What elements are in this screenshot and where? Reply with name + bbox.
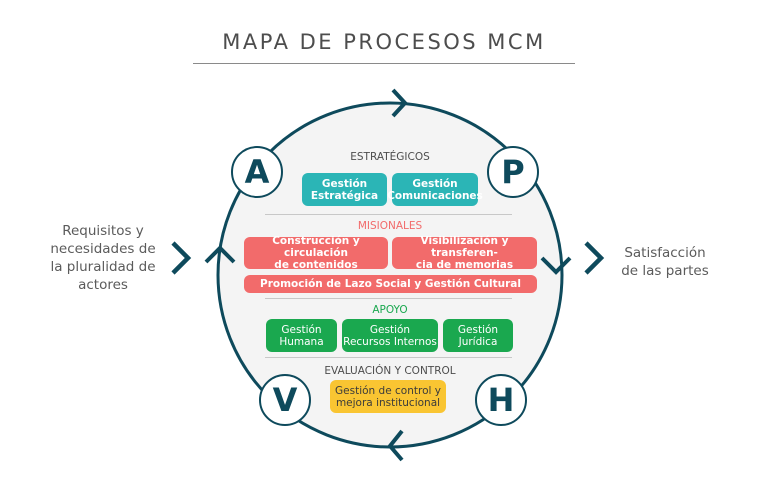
box-line: Gestión de control y — [335, 384, 441, 397]
cycle-letter-a: A — [231, 146, 283, 198]
section-label-misionales: MISIONALES — [357, 220, 423, 232]
output-chevron-icon — [584, 241, 605, 275]
box-line: Gestión — [412, 177, 458, 190]
process-box-visibilizacion-transferencia[interactable]: Visibilización y transferen-cia de memor… — [392, 235, 537, 271]
section-label-evaluacion-control: EVALUACIÓN Y CONTROL — [324, 365, 456, 377]
cycle-letter-v: V — [259, 374, 311, 426]
input-requirements-text: Requisitos y necesidades de la pluralida… — [38, 222, 168, 294]
box-line: Promoción de Lazo Social y Gestión Cultu… — [260, 278, 521, 290]
output-line: de las partes — [621, 263, 709, 279]
input-line: Requisitos y — [62, 223, 144, 239]
input-line: necesidades de — [50, 241, 156, 257]
box-line: Gestión — [321, 177, 368, 190]
section-divider — [265, 357, 512, 358]
diagram-title: MAPA DE PROCESOS MCM — [222, 30, 546, 54]
section-divider — [265, 298, 512, 299]
box-line: Visibilización y transferen- — [420, 235, 509, 259]
process-box-promocion-lazo-social[interactable]: Promoción de Lazo Social y Gestión Cultu… — [244, 275, 537, 293]
box-line: de contenidos — [274, 259, 358, 271]
cycle-arrow-left-icon — [204, 245, 236, 264]
section-label-apoyo: APOYO — [372, 304, 408, 316]
box-line: Comunicaciones — [387, 189, 483, 202]
section-label-estrategicos: ESTRATÉGICOS — [350, 151, 430, 163]
output-line: Satisfacción — [624, 245, 706, 261]
output-satisfaction-text: Satisfacción de las partes — [605, 244, 725, 280]
box-line: Jurídica — [458, 335, 498, 348]
input-line: la pluralidad de — [50, 259, 156, 275]
input-chevron-icon — [171, 241, 192, 275]
box-line: Construcción y circulación — [272, 235, 360, 259]
section-divider — [265, 214, 512, 215]
input-line: actores — [78, 277, 128, 293]
cycle-letter-p: P — [487, 146, 539, 198]
cycle-letter-h: H — [475, 374, 527, 426]
cycle-arrow-bottom-icon — [387, 429, 404, 462]
cycle-arrow-top-icon — [391, 88, 408, 118]
title-underline — [193, 63, 575, 64]
box-line: Recursos Internos — [343, 335, 437, 348]
box-line: mejora institucional — [335, 396, 441, 409]
box-line: Estratégica — [310, 189, 379, 202]
box-line: Gestión — [281, 323, 322, 336]
cycle-arrow-right-icon — [540, 256, 572, 275]
box-line: cia de memorias — [415, 259, 514, 271]
box-line: Gestión — [457, 323, 499, 336]
box-line: Humana — [279, 335, 324, 348]
box-line: Gestión — [369, 323, 411, 336]
